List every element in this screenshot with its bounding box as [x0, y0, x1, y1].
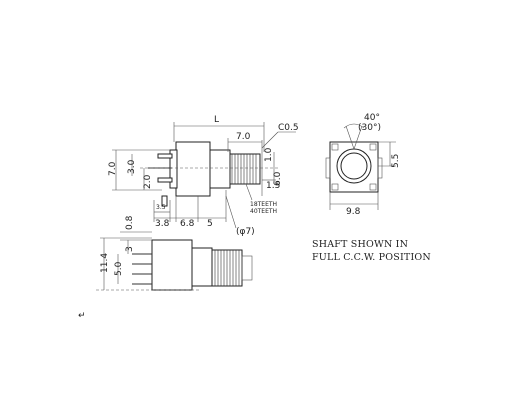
dim-2-0: 2.0 [143, 174, 153, 189]
shaft-note: SHAFT SHOWN IN FULL C.C.W. POSITION [312, 239, 431, 263]
dim-5-0: 5.0 [114, 261, 124, 276]
side-pin-1 [157, 153, 173, 159]
lower-body [151, 239, 193, 291]
dim-5: 5 [207, 219, 213, 229]
note-line-1: SHAFT SHOWN IN [312, 239, 408, 250]
dim-3: 3 [125, 246, 135, 252]
note-18-teeth: 18TEETH [250, 201, 277, 208]
paragraph-mark: ↵ [78, 311, 86, 321]
dim-3-0: 3.0 [127, 159, 137, 174]
lower-shaft-tip [241, 255, 253, 281]
dim-6-8: 6.8 [180, 219, 195, 229]
dim-L: L [214, 115, 219, 125]
side-mount-leg [161, 195, 168, 207]
lower-view: 0.8 3 11.4 5.0 [96, 215, 253, 291]
front-tab-left [325, 157, 331, 179]
front-corner-tl [331, 143, 339, 151]
front-corner-tr [369, 143, 377, 151]
front-corner-bl [331, 183, 339, 191]
angle-30: (30°) [358, 123, 381, 133]
dim-1-5: 1.5 [266, 181, 280, 191]
dim-3-8: 3.8 [155, 219, 170, 229]
side-shaft-knurl [231, 154, 257, 184]
dim-6-0: 6.0 [273, 171, 283, 186]
note-line-2: FULL C.C.W. POSITION [312, 252, 431, 263]
dim-7-0-left: 7.0 [108, 161, 118, 176]
dim-9-8: 9.8 [346, 207, 361, 217]
dim-chamfer: C0.5 [278, 123, 299, 133]
dim-11-4: 11.4 [100, 253, 110, 273]
note-40-teeth: 40TEETH [250, 208, 277, 215]
lower-shaft-knurl [214, 250, 240, 286]
dim-0-8: 0.8 [125, 215, 135, 230]
side-view: L 7.0 C0.5 1.0 6.0 1.5 18TEETH 40TEETH 7… [108, 115, 299, 237]
front-view: 40° (30°) 5.5 9.8 [325, 113, 401, 217]
angle-40: 40° [364, 113, 380, 123]
side-shaft [229, 153, 261, 185]
dim-phi7: (φ7) [236, 227, 255, 237]
front-shaft-inner [340, 152, 368, 180]
dim-3-5: 3.5 [156, 204, 166, 211]
dim-1-0: 1.0 [264, 147, 274, 162]
side-pin-2 [157, 177, 173, 183]
dim-7-0-top: 7.0 [236, 132, 251, 142]
side-body [175, 141, 211, 197]
side-rear-plate [169, 149, 178, 189]
front-tab-right [377, 157, 383, 179]
dim-5-5: 5.5 [391, 154, 401, 168]
side-bushing [209, 149, 231, 189]
front-corner-br [369, 183, 377, 191]
lower-bushing [191, 247, 213, 287]
